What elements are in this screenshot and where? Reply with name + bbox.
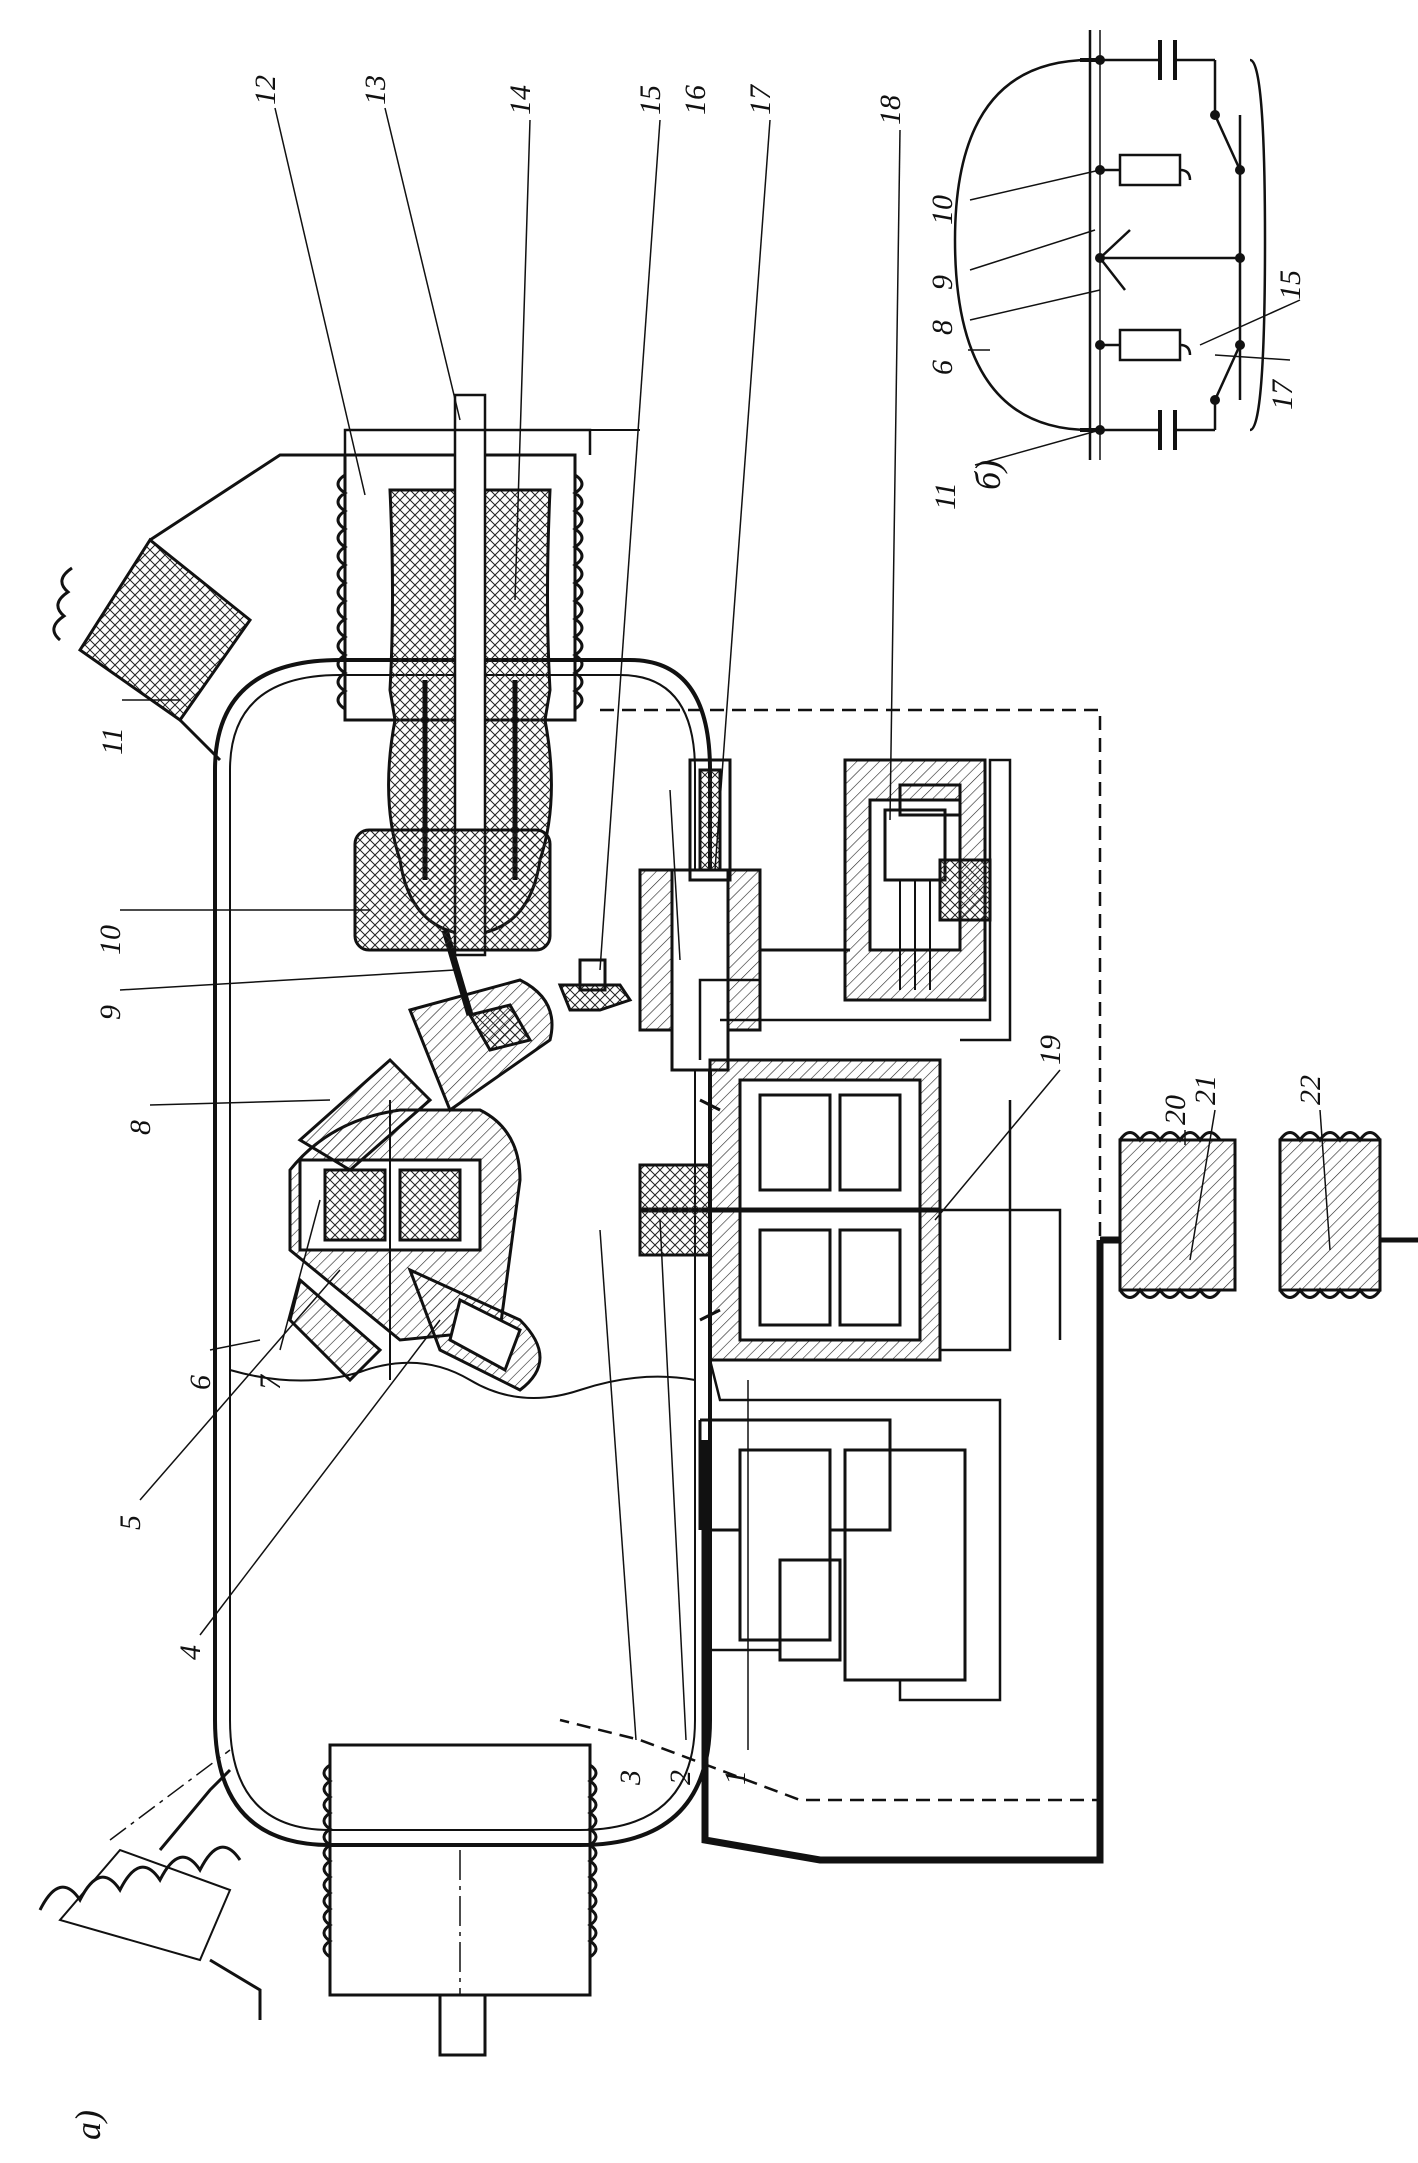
schematic-leaders: [968, 169, 1301, 466]
label-13: 13: [359, 75, 392, 105]
bottom-bushing: [322, 1743, 598, 2057]
label-6: 6: [184, 1375, 217, 1390]
label-2: 2: [664, 1770, 697, 1785]
part-labels: 1 2 3 4 5 6 7 8 9 10 11 12 13 14 15 16 1…: [68, 75, 1327, 2140]
schematic-label-8: 8: [926, 320, 959, 335]
resistor-10: [353, 828, 552, 952]
schematic-nodes: [1095, 55, 1245, 435]
label-11: 11: [96, 727, 129, 755]
label-8: 8: [124, 1120, 157, 1135]
label-10: 10: [94, 925, 127, 955]
drive-18: [843, 758, 992, 1002]
leader-lines: [119, 107, 1331, 1750]
top-capacitor: [52, 453, 345, 762]
schematic-label-17: 17: [1266, 378, 1299, 410]
label-1: 1: [719, 1770, 752, 1785]
schematic-label-11: 11: [929, 482, 962, 510]
label-5: 5: [114, 1515, 147, 1530]
schematic-b: [953, 30, 1267, 460]
valve-15: [557, 958, 633, 1012]
label-21: 21: [1189, 1075, 1222, 1105]
label-17: 17: [744, 83, 777, 115]
label-12: 12: [249, 75, 282, 105]
interrupter: [288, 929, 554, 1392]
label-3: 3: [614, 1770, 647, 1786]
support-insulators: [1100, 1131, 1418, 1299]
label-4: 4: [174, 1645, 207, 1660]
schematic-labels: 10 9 8 6 11 15 17 б): [926, 195, 1307, 510]
schematic-label-9: 9: [926, 275, 959, 290]
schematic-label-10: 10: [926, 195, 959, 225]
control-dashed-line: [559, 708, 1102, 1802]
label-19: 19: [1034, 1035, 1067, 1065]
label-14: 14: [504, 85, 537, 115]
label-18: 18: [874, 95, 907, 125]
label-20: 20: [1159, 1095, 1192, 1125]
drive-19: [638, 1058, 942, 1362]
drive-17: [638, 758, 850, 1072]
caption-b: б): [968, 460, 1008, 490]
bottom-capacitor: [38, 1749, 262, 2020]
schematic-label-6: 6: [926, 360, 959, 375]
label-16: 16: [679, 85, 712, 115]
drive-1: [698, 1418, 967, 1682]
label-7: 7: [254, 1373, 287, 1390]
top-bushing: [336, 393, 640, 957]
label-15: 15: [634, 85, 667, 115]
label-9: 9: [94, 1005, 127, 1020]
schematic-label-15: 15: [1274, 270, 1307, 300]
label-22: 22: [1294, 1075, 1327, 1105]
caption-a: а): [68, 2110, 108, 2140]
